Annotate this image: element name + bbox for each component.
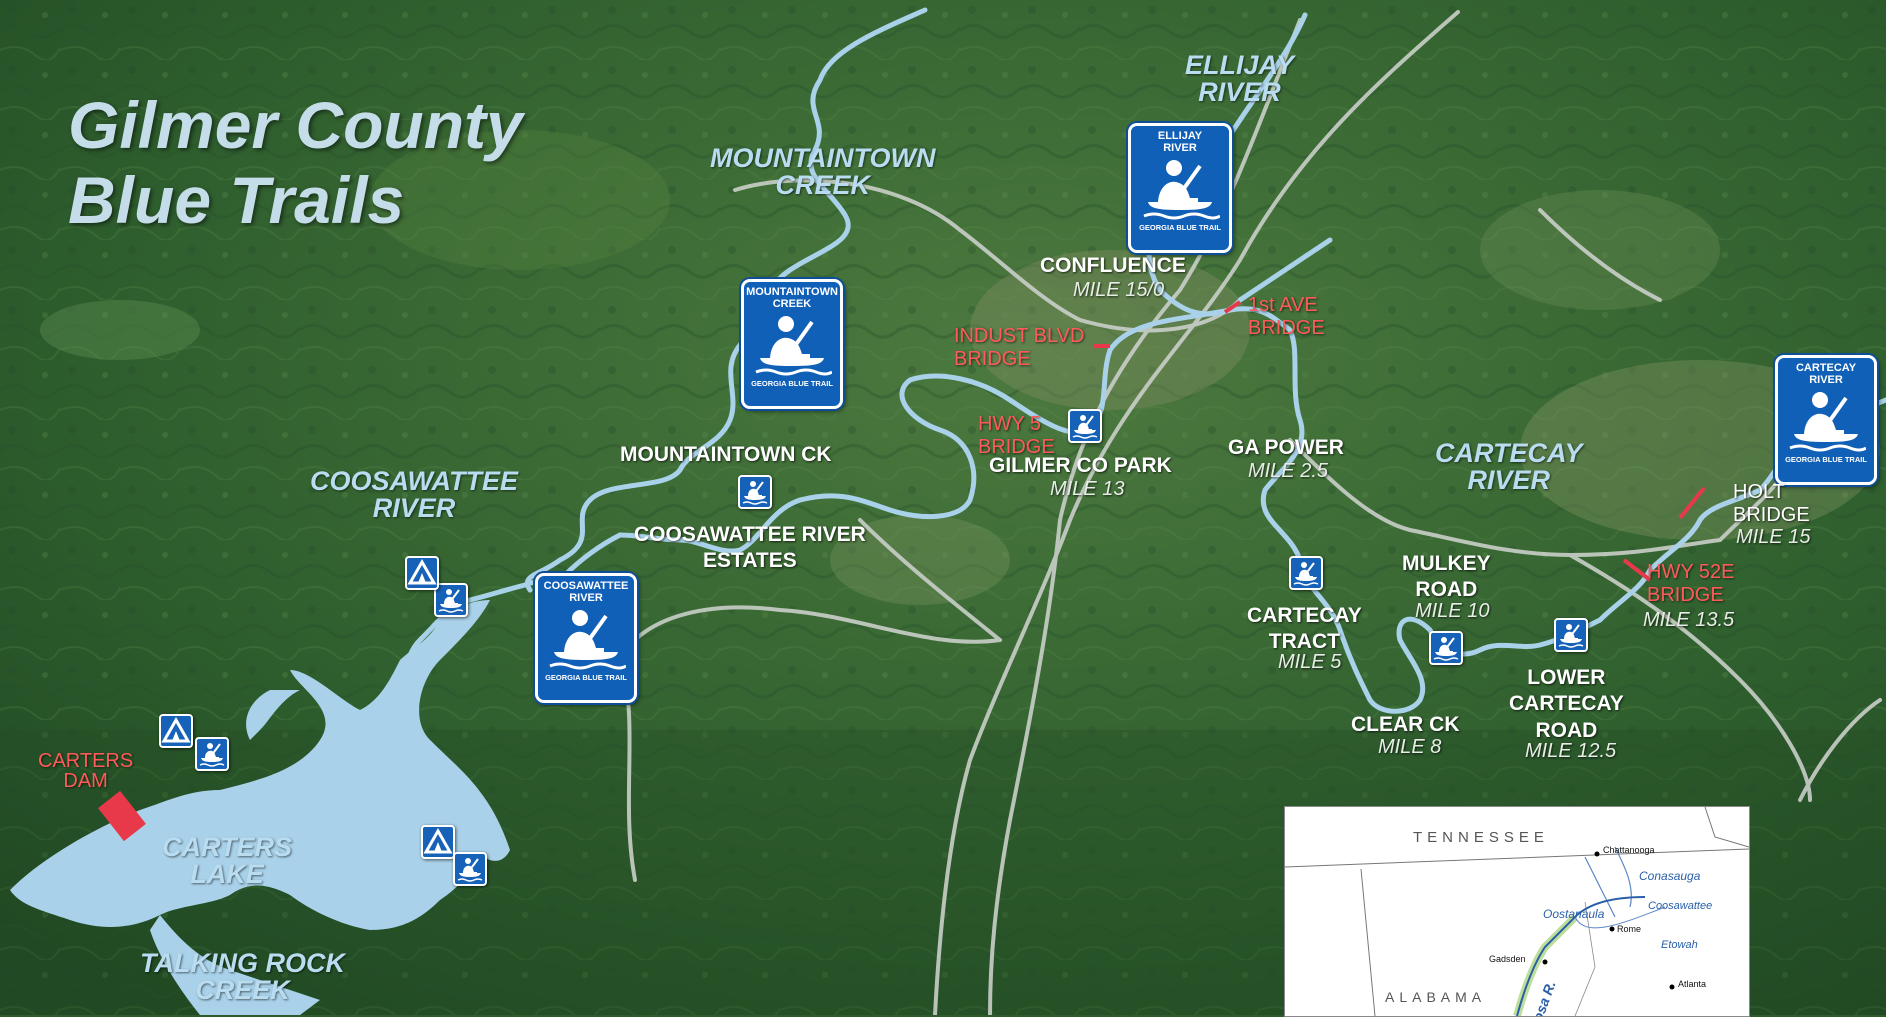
atlanta-dot	[1669, 984, 1675, 990]
talking-rock-creek-label: TALKING ROCK CREEK	[140, 948, 345, 1005]
kayak-access-icon-gilmer-park[interactable]	[1068, 409, 1102, 443]
hwy-52e-bridge-label: HWY 52E BRIDGE	[1647, 561, 1735, 606]
cartecay-tract-mile: MILE 5	[1278, 651, 1342, 673]
inset-linework	[1285, 807, 1749, 1016]
hwy-52e-bridge-mile: MILE 13.5	[1643, 609, 1735, 631]
mountaintown-creek-sign[interactable]: MOUNTAINTOWN CREEK GEORGIA BLUE TRAIL	[741, 279, 843, 409]
carters-lake-shape	[10, 600, 510, 1015]
clear-ck-mile: MILE 8	[1378, 736, 1442, 758]
gadsden-dot	[1542, 959, 1548, 965]
title-line-2: Blue Trails	[68, 162, 405, 237]
inset-coosawattee-label: Coosawattee	[1648, 900, 1713, 912]
campground-icon-carters-dam[interactable]	[159, 714, 193, 748]
coosawattee-river-label: COOSAWATTEE RIVER	[310, 466, 519, 523]
holt-bridge-label: HOLT BRIDGE	[1733, 481, 1810, 526]
lower-cartecay-road-mile: MILE 12.5	[1525, 740, 1617, 762]
paddler-icon	[1143, 160, 1220, 220]
sign-footer: GEORGIA BLUE TRAIL	[1139, 223, 1221, 233]
ellijay-river-sign[interactable]: ELLIJAY RIVER GEORGIA BLUE TRAIL	[1128, 123, 1232, 253]
kayak-access-icon-clear-ck[interactable]	[1429, 631, 1463, 665]
kayak-access-icon-mountaintown-ck[interactable]	[738, 475, 772, 509]
map-title: Gilmer County Blue Trails	[68, 88, 523, 237]
ellijay-river-label: ELLIJAY RIVER	[1185, 50, 1295, 107]
lower-cartecay-road-label: LOWER CARTECAY ROAD	[1509, 666, 1624, 742]
locator-inset-map: TENNESSEE ALABAMA Chattanooga Conasauga …	[1284, 806, 1750, 1017]
kayak-access-icon-carters-dam[interactable]	[195, 737, 229, 771]
cartecay-river-label: CARTECAY RIVER	[1435, 438, 1583, 495]
inset-atlanta-label: Atlanta	[1678, 979, 1707, 989]
mountaintown-ck-label: MOUNTAINTOWN CK	[620, 443, 832, 466]
mulkey-road-label: MULKEY ROAD	[1402, 552, 1491, 602]
paddler-icon	[755, 316, 832, 376]
inset-chattanooga-label: Chattanooga	[1603, 845, 1655, 855]
sign-footer: GEORGIA BLUE TRAIL	[545, 673, 627, 683]
carters-dam-label: CARTERS DAM	[38, 750, 134, 792]
bridge-markers	[1094, 300, 1706, 582]
clear-ck-label: CLEAR CK	[1351, 713, 1460, 736]
paddler-icon	[1789, 392, 1866, 452]
kayak-access-icon-lower-cartecay[interactable]	[1554, 618, 1588, 652]
carters-dam-marker	[98, 790, 146, 842]
coosawattee-river-sign[interactable]: COOSAWATTEE RIVER GEORGIA BLUE TRAIL	[535, 573, 637, 703]
inset-etowah-label: Etowah	[1661, 939, 1698, 951]
kayak-access-icon-lake-east[interactable]	[453, 852, 487, 886]
carters-lake-label: CARTERS LAKE	[162, 832, 293, 889]
ga-power-label: GA POWER	[1228, 436, 1344, 459]
sign-name: ELLIJAY RIVER	[1157, 130, 1203, 154]
coosawattee-river-estates-label: COOSAWATTEE RIVER ESTATES	[634, 523, 866, 573]
rome-dot	[1609, 926, 1615, 932]
inset-gadsden-label: Gadsden	[1489, 954, 1526, 964]
campground-icon-lake-east[interactable]	[421, 825, 455, 859]
ga-power-mile: MILE 2.5	[1248, 460, 1329, 482]
gilmer-co-park-mile: MILE 13	[1050, 478, 1125, 500]
gilmer-co-park-label: GILMER CO PARK	[989, 454, 1172, 477]
indust-blvd-bridge-label: INDUST BLVD BRIDGE	[954, 325, 1085, 370]
hwy-5-bridge-label: HWY 5 BRIDGE	[978, 413, 1055, 458]
sign-name: MOUNTAINTOWN CREEK	[746, 286, 838, 310]
paddler-icon	[549, 610, 626, 670]
mountaintown-creek-label: MOUNTAINTOWN CREEK	[710, 143, 936, 200]
mulkey-road-mile: MILE 10	[1415, 600, 1490, 622]
confluence-mile: MILE 15/0	[1073, 279, 1165, 301]
inset-tennessee-label: TENNESSEE	[1413, 829, 1549, 846]
inset-oostanaula-label: Oostanaula	[1543, 907, 1605, 921]
kayak-access-icon-cartecay-tract[interactable]	[1289, 556, 1323, 590]
holt-bridge-mile: MILE 15	[1736, 526, 1811, 548]
cartecay-tract-label: CARTECAY TRACT	[1247, 604, 1362, 654]
sign-footer: GEORGIA BLUE TRAIL	[751, 379, 833, 389]
campground-icon-coosawattee[interactable]	[405, 556, 439, 590]
inset-rome-label: Rome	[1617, 924, 1642, 934]
title-line-1: Gilmer County	[68, 88, 523, 162]
inset-alabama-label: ALABAMA	[1385, 989, 1487, 1005]
sign-name: CARTECAY RIVER	[1795, 362, 1857, 386]
1st-ave-bridge-label: 1st AVE BRIDGE	[1248, 294, 1325, 339]
kayak-access-icon-coosawattee[interactable]	[434, 583, 468, 617]
confluence-label: CONFLUENCE	[1040, 254, 1186, 277]
sign-footer: GEORGIA BLUE TRAIL	[1785, 455, 1867, 465]
sign-name: COOSAWATTEE RIVER	[543, 580, 629, 604]
chattanooga-dot	[1594, 851, 1600, 857]
cartecay-river-sign[interactable]: CARTECAY RIVER GEORGIA BLUE TRAIL	[1775, 355, 1877, 485]
inset-conasauga-label: Conasauga	[1639, 869, 1701, 883]
